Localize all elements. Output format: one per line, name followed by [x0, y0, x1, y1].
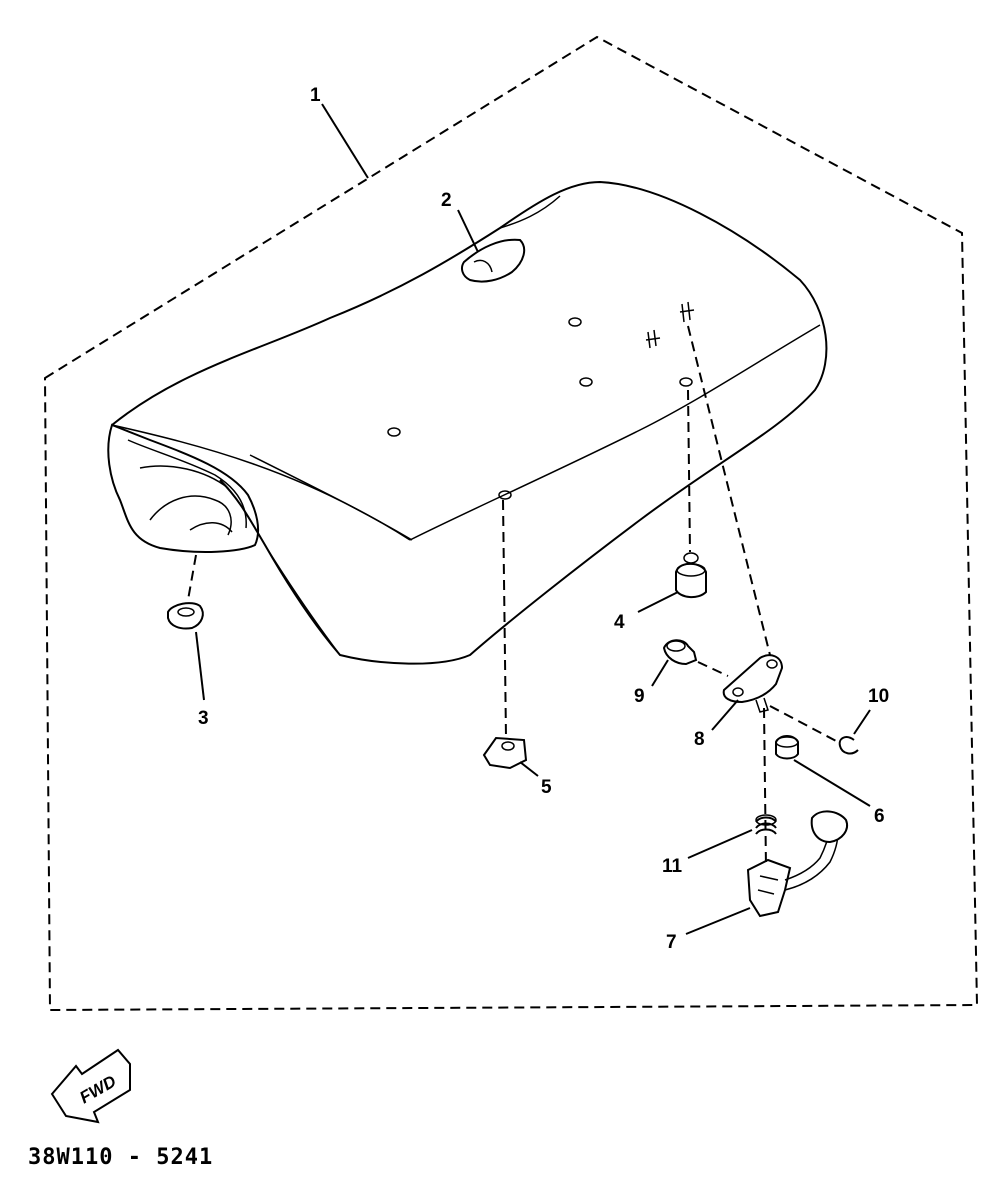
callout-11: 11: [662, 856, 683, 877]
callout-2: 2: [441, 190, 452, 211]
drawing-code: 38W110 - 5241: [28, 1145, 213, 1170]
leader-lines: [195, 103, 871, 935]
callout-8: 8: [694, 729, 705, 750]
part-10-circlip: [838, 736, 859, 755]
part-4-damper: [675, 552, 707, 598]
callout-1: 1: [310, 85, 321, 106]
part-5-stopper: [482, 736, 528, 770]
part-8-bracket: [722, 654, 784, 713]
seat-body: [107, 180, 828, 665]
callout-labels: 1 2 3 4 5 6 7 8 9 10 11: [198, 85, 889, 953]
callout-9: 9: [634, 686, 645, 707]
part-2-seat-hook: [461, 238, 526, 283]
callout-10: 10: [868, 686, 889, 707]
part-6-collar: [775, 735, 799, 760]
callout-4: 4: [614, 612, 625, 633]
assembly-boundary: [43, 35, 979, 1012]
part-7-seat-lock: [746, 810, 848, 918]
callout-5: 5: [541, 777, 552, 798]
callout-7: 7: [666, 932, 677, 953]
part-3-damper: [167, 602, 204, 630]
callout-6: 6: [874, 806, 885, 827]
assembly-guide-lines: [187, 325, 839, 869]
callout-3: 3: [198, 708, 209, 729]
part-9-bolt: [662, 639, 698, 666]
fwd-arrow-icon: FWD: [50, 1048, 131, 1124]
